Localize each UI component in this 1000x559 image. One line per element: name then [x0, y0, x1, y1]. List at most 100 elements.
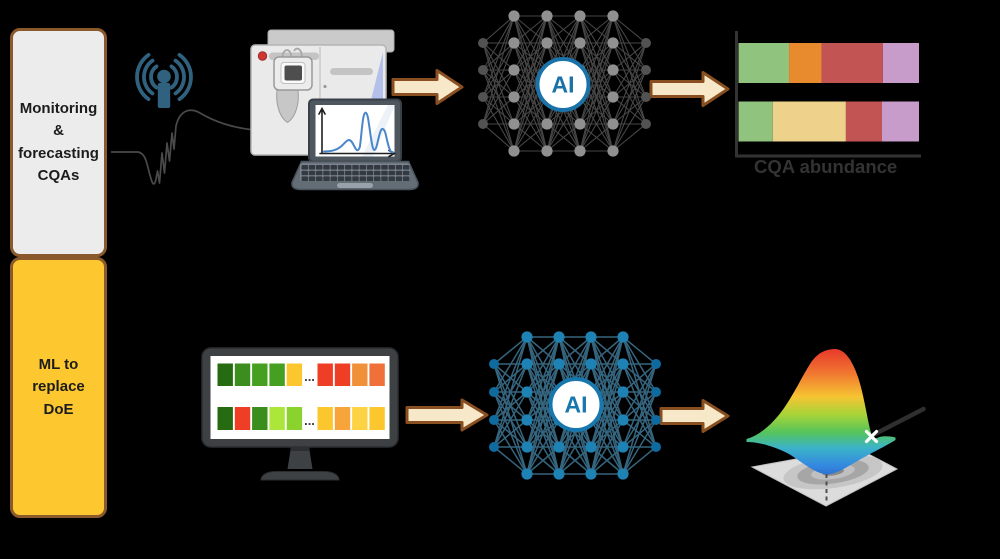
nn-node	[521, 441, 533, 453]
nn-node	[574, 10, 586, 22]
nn-node	[607, 91, 619, 103]
nn-node	[585, 441, 597, 453]
nn-node	[521, 358, 533, 370]
laptop-illustration	[291, 98, 419, 191]
nn-node	[521, 468, 533, 480]
instrument-handle	[330, 68, 373, 75]
heatmap-cell	[217, 363, 233, 386]
nn-node	[508, 64, 520, 76]
nn-node	[489, 442, 499, 452]
heatmap-cell	[369, 407, 385, 430]
heatmap-cell	[217, 407, 233, 430]
monitor-stand	[287, 447, 313, 469]
nn-node	[553, 441, 565, 453]
antenna-icon	[135, 53, 193, 108]
nn-node	[574, 145, 586, 157]
nn-node	[508, 118, 520, 130]
heatmap-cell	[269, 407, 285, 430]
nn-node	[607, 64, 619, 76]
chart-axes	[735, 31, 921, 158]
heatmap-cell	[369, 363, 385, 386]
ml-box-label: ML to replace DoE	[32, 355, 85, 418]
nn-node	[521, 386, 533, 398]
nn-node	[553, 331, 565, 343]
neural-network-top: AI	[478, 10, 651, 157]
nn-node	[478, 38, 488, 48]
nn-node	[478, 119, 488, 129]
cqa-bar-segment	[821, 43, 883, 83]
nn-node	[617, 441, 629, 453]
nn-node	[617, 386, 629, 398]
arrow-right-icon	[405, 398, 489, 432]
heatmap-cell	[317, 407, 333, 430]
arrow-right-icon	[391, 69, 464, 105]
status-light-icon	[257, 51, 268, 61]
chart-title: CQA abundance	[754, 156, 897, 177]
laptop-keys	[301, 165, 410, 181]
ai-circle	[535, 57, 591, 112]
nn-node	[553, 468, 565, 480]
arrow-right-icon	[659, 399, 730, 433]
nn-node	[617, 331, 629, 343]
nn-node	[617, 468, 629, 480]
pointer-line	[871, 406, 926, 437]
monitor-stand-shadow	[291, 447, 309, 451]
nn-node	[489, 359, 499, 369]
cqa-bar-segment	[738, 101, 773, 142]
nn-node	[574, 37, 586, 49]
heatmap-cell	[334, 407, 351, 430]
heatmap-cell	[252, 363, 268, 386]
nn-node	[508, 37, 520, 49]
nn-node	[641, 92, 651, 102]
ai-label: AI	[552, 72, 575, 98]
heatmap-cell	[286, 363, 303, 386]
heatmap-cell	[334, 363, 351, 386]
nn-node	[607, 37, 619, 49]
nn-node	[574, 118, 586, 130]
monitoring-forecasting-box: Monitoring & forecasting CQAs	[10, 28, 107, 257]
ai-circle	[548, 377, 604, 432]
heatmap-cell	[269, 363, 285, 386]
heatmap-cell	[286, 407, 303, 430]
nn-node	[651, 359, 661, 369]
heatmap-cell	[352, 363, 368, 386]
heatmap-cell	[234, 407, 251, 430]
nn-node	[489, 387, 499, 397]
nn-node	[478, 65, 488, 75]
monitor-illustration: ......	[201, 347, 399, 481]
nn-node	[541, 145, 553, 157]
nn-node	[641, 65, 651, 75]
neural-network-bottom: AI	[489, 331, 661, 480]
nn-node	[641, 119, 651, 129]
optimum-x-marker	[864, 429, 879, 444]
instrument-dot	[323, 84, 327, 89]
signal-trace	[111, 109, 253, 185]
probe-screen	[284, 65, 302, 81]
probe-teardrop	[276, 89, 299, 124]
cqa-bar-segment	[772, 101, 846, 142]
monitor-base	[260, 471, 340, 481]
cqa-bar-segment	[738, 43, 790, 83]
heatmap-ellipsis: ...	[304, 413, 315, 428]
nn-node	[607, 10, 619, 22]
heatmap-ellipsis: ...	[304, 369, 315, 384]
nn-node	[521, 414, 533, 426]
nn-node	[651, 415, 661, 425]
chromatogram	[318, 106, 397, 158]
ml-replace-doe-box: ML to replace DoE	[10, 257, 107, 518]
response-surface-plot	[746, 349, 926, 507]
nn-node	[617, 358, 629, 370]
nn-node	[607, 118, 619, 130]
nn-node	[585, 468, 597, 480]
nn-node	[553, 358, 565, 370]
nn-node	[489, 415, 499, 425]
cqa-bar-segment	[881, 101, 919, 142]
nn-node	[651, 442, 661, 452]
nn-node	[651, 387, 661, 397]
laptop-trackpad	[337, 183, 373, 188]
nn-node	[607, 145, 619, 157]
nn-node	[508, 91, 520, 103]
nn-node	[508, 145, 520, 157]
